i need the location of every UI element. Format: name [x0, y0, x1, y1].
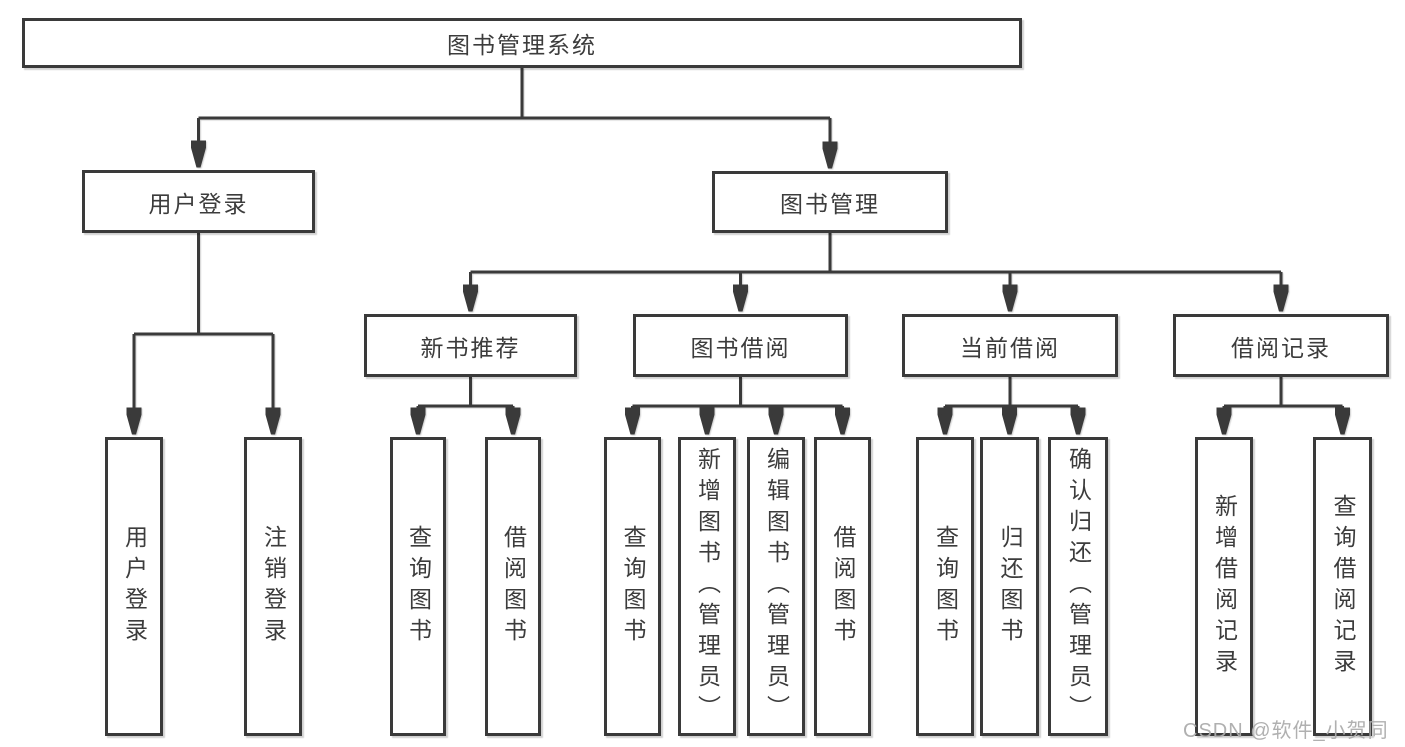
leaf-return-book: 归还图书 — [980, 437, 1039, 736]
leaf-borrow-book-recommend: 借阅图书 — [485, 437, 541, 736]
edge-user-login-children — [134, 233, 273, 432]
node-borrow-record: 借阅记录 — [1173, 314, 1389, 377]
edge-book-borrow-children — [633, 377, 843, 432]
leaf-query-book-recommend: 查询图书 — [390, 437, 446, 736]
leaf-confirm-return-admin: 确认归还（管理员） — [1048, 437, 1108, 736]
leaf-add-book-admin: 新增图书（管理员） — [678, 437, 736, 736]
edge-root-to-level2 — [199, 68, 831, 166]
edge-new-book-recommend-children — [418, 377, 513, 432]
leaf-query-borrow-record: 查询借阅记录 — [1313, 437, 1372, 736]
node-book-management: 图书管理 — [712, 171, 948, 233]
node-current-borrow: 当前借阅 — [902, 314, 1118, 377]
edge-book-management-children — [471, 233, 1282, 309]
leaf-logout-login: 注销登录 — [244, 437, 302, 736]
leaf-edit-book-admin: 编辑图书（管理员） — [747, 437, 805, 736]
leaf-query-book-current: 查询图书 — [916, 437, 974, 736]
edge-current-borrow-children — [945, 377, 1078, 432]
leaf-add-borrow-record: 新增借阅记录 — [1195, 437, 1253, 736]
node-book-borrow: 图书借阅 — [633, 314, 848, 377]
leaf-query-book-borrow: 查询图书 — [604, 437, 661, 736]
watermark: CSDN @软件_小贺同学 — [1183, 720, 1389, 742]
node-new-book-recommend: 新书推荐 — [364, 314, 577, 377]
leaf-borrow-book-borrow: 借阅图书 — [814, 437, 871, 736]
leaf-user-login: 用户登录 — [105, 437, 163, 736]
edge-borrow-record-children — [1224, 377, 1343, 432]
node-root: 图书管理系统 — [22, 18, 1022, 68]
node-user-login: 用户登录 — [82, 170, 315, 233]
